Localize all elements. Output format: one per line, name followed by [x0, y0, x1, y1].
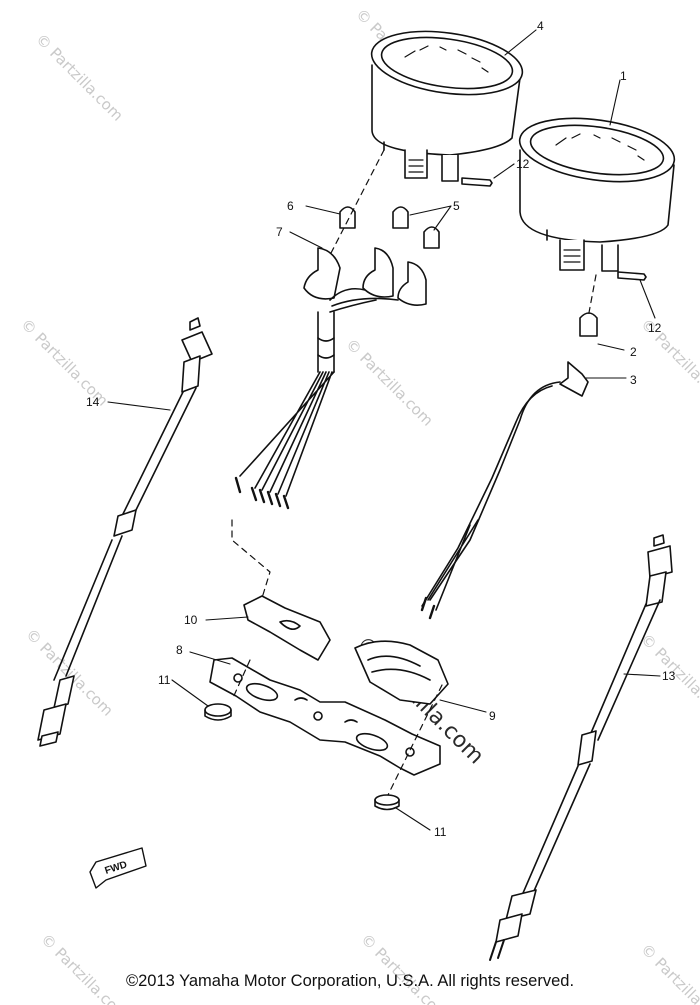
grommets	[204, 703, 400, 811]
callout-10: 10	[184, 613, 198, 627]
callout-9: 9	[489, 709, 496, 723]
callout-2: 2	[630, 345, 637, 359]
meter-bracket	[243, 595, 331, 661]
callout-13: 13	[662, 669, 676, 683]
callout-11a: 11	[158, 673, 171, 687]
bulbs	[339, 206, 598, 337]
watermark: © Partzilla.com	[637, 315, 700, 410]
callout-7: 7	[276, 225, 283, 239]
tachometer-gauge	[370, 30, 524, 182]
fwd-arrow	[89, 847, 147, 889]
callout-14: 14	[86, 395, 100, 409]
assembly-guide-lines	[231, 149, 597, 796]
indicator-panel	[354, 640, 449, 705]
callout-3: 3	[630, 373, 637, 387]
callout-1: 1	[620, 69, 627, 83]
leader-lines	[107, 29, 661, 831]
watermark: © Partzilla.com	[357, 930, 452, 1005]
speedometer-gauge	[518, 117, 676, 272]
callout-11b: 11	[434, 825, 447, 839]
socket-harness	[234, 247, 427, 510]
copyright-notice: ©2013 Yamaha Motor Corporation, U.S.A. A…	[125, 972, 575, 990]
watermark: © Partzilla.com	[32, 30, 127, 125]
watermark: © Partzilla.com	[342, 335, 437, 430]
speedometer-cable	[489, 534, 673, 961]
mounting-plate	[209, 657, 441, 776]
tachometer-cable	[37, 317, 213, 747]
callout-numbers: 4 1 12 12 2 3 5 6 7 14 10 8 11 9 13 11	[86, 19, 676, 839]
watermark: © Partzilla.com	[37, 930, 132, 1005]
callout-12a: 12	[516, 157, 530, 171]
callout-8: 8	[176, 643, 183, 657]
callout-12b: 12	[648, 321, 662, 335]
callout-6: 6	[287, 199, 294, 213]
callout-4: 4	[537, 19, 544, 33]
speedometer-socket-cord	[420, 361, 589, 620]
callout-5: 5	[453, 199, 460, 213]
watermark: © Partzilla.com	[22, 625, 117, 720]
gauge-screws	[461, 177, 647, 281]
